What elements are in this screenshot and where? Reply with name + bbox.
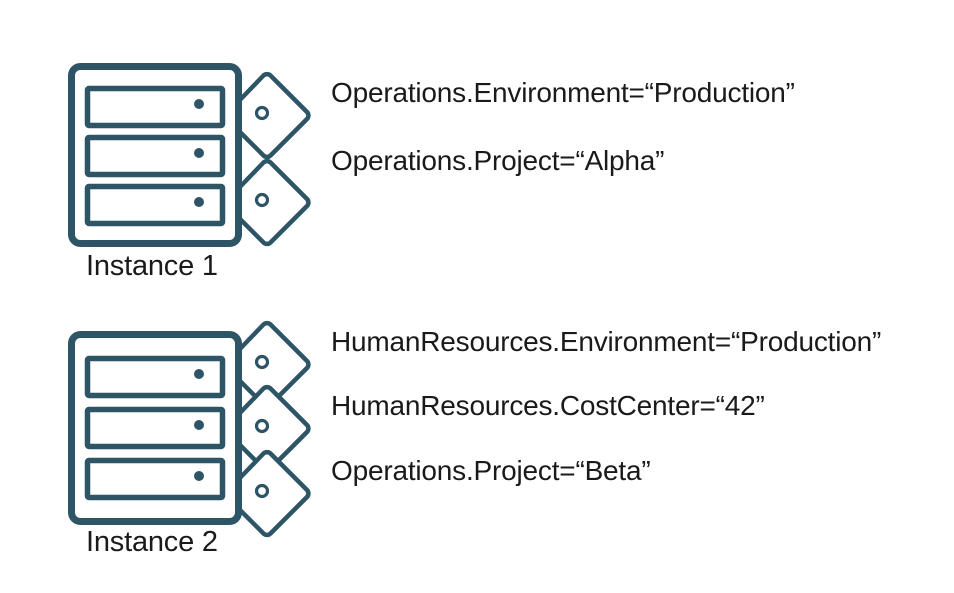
instance-1-tag-2-icon[interactable] xyxy=(229,158,311,247)
instance-1-group[interactable] xyxy=(68,63,311,247)
rack-led-icon xyxy=(194,197,204,207)
instance-2-group[interactable] xyxy=(68,320,311,538)
rack-slot xyxy=(84,85,226,129)
instance-2-tag-2-icon[interactable] xyxy=(229,384,311,473)
tag-hole-icon xyxy=(254,418,270,434)
rack-slot xyxy=(84,134,226,178)
tag-label-operations-project-alpha: Operations.Project=“Alpha” xyxy=(331,145,665,176)
rack-led-icon xyxy=(194,471,204,481)
rack-slot xyxy=(84,457,226,501)
tag-hole-icon xyxy=(254,354,270,370)
tag-label-humanresources-costcenter: HumanResources.CostCenter=“42” xyxy=(331,390,765,421)
rack-led-icon xyxy=(194,420,204,430)
tag-label-operations-project-beta: Operations.Project=“Beta” xyxy=(331,455,651,486)
tag-hole-icon xyxy=(254,483,270,499)
rack-led-icon xyxy=(194,148,204,158)
instance-1-server-rack-icon[interactable] xyxy=(68,63,242,247)
rack-slot xyxy=(84,406,226,450)
instance-2-server-rack-icon[interactable] xyxy=(68,331,242,525)
rack-slot xyxy=(84,183,226,227)
tag-hole-icon xyxy=(254,192,270,208)
instance-1-caption: Instance 1 xyxy=(86,250,218,282)
tag-hole-icon xyxy=(254,105,270,121)
tag-label-operations-environment: Operations.Environment=“Production” xyxy=(331,77,795,108)
tag-label-humanresources-environment: HumanResources.Environment=“Production” xyxy=(331,326,882,357)
instance-2-tag-3-icon[interactable] xyxy=(229,449,311,538)
instance-1-tag-1-icon[interactable] xyxy=(229,71,311,160)
instance-2-caption: Instance 2 xyxy=(86,526,218,558)
rack-led-icon xyxy=(194,99,204,109)
rack-slot xyxy=(84,355,226,399)
rack-led-icon xyxy=(194,369,204,379)
